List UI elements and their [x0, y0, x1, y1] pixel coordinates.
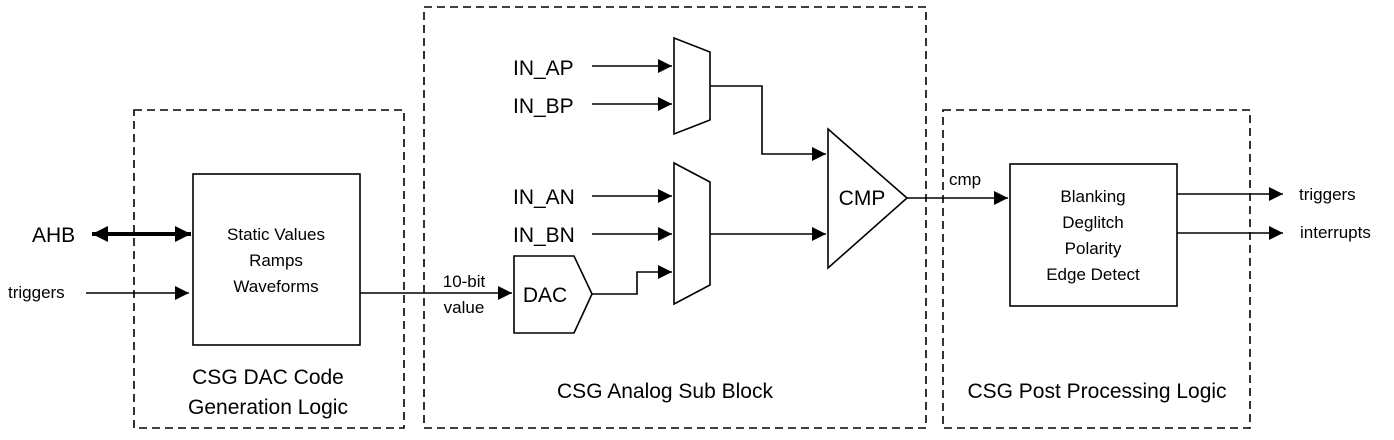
value-label-line2: value — [444, 298, 485, 317]
dac-code-line-static: Static Values — [227, 225, 325, 244]
triggers-out-label: triggers — [1299, 185, 1356, 204]
cmp-output-label: cmp — [949, 170, 981, 189]
negative-input-mux — [673, 161, 711, 306]
cmp-label: CMP — [839, 187, 886, 210]
analog-sub-block-title: CSG Analog Sub Block — [557, 380, 773, 403]
post-line-polarity: Polarity — [1065, 239, 1122, 258]
post-line-edge-detect: Edge Detect — [1046, 265, 1140, 284]
in-bn-label: IN_BN — [513, 224, 575, 247]
analog-sub-block-region — [423, 6, 927, 429]
triggers-in-label: triggers — [8, 283, 65, 302]
in-ap-label: IN_AP — [513, 57, 574, 80]
post-line-blanking: Blanking — [1060, 187, 1125, 206]
post-line-deglitch: Deglitch — [1062, 213, 1123, 232]
mux-p-to-cmp-arrow — [710, 85, 826, 161]
dac-code-gen-box — [192, 173, 361, 346]
dac-code-gen-region — [133, 109, 405, 429]
interrupts-label: interrupts — [1300, 223, 1371, 242]
dac-label: DAC — [523, 284, 567, 307]
in-an-label: IN_AN — [513, 186, 575, 209]
dac-code-gen-title-line1: CSG DAC Code — [192, 366, 344, 389]
positive-input-mux — [673, 36, 711, 136]
dac-code-line-ramps: Ramps — [249, 251, 303, 270]
dac-to-mux-arrow — [592, 265, 672, 295]
comparator — [827, 127, 909, 270]
value-label-line1: 10-bit — [443, 272, 486, 291]
post-processing-box — [1009, 163, 1178, 307]
dac-code-line-waveforms: Waveforms — [233, 277, 318, 296]
dac-code-gen-title-line2: Generation Logic — [188, 396, 348, 419]
dac-block — [513, 255, 593, 334]
post-processing-title: CSG Post Processing Logic — [967, 380, 1226, 403]
in-bp-label: IN_BP — [513, 95, 574, 118]
ahb-label: AHB — [32, 224, 75, 247]
